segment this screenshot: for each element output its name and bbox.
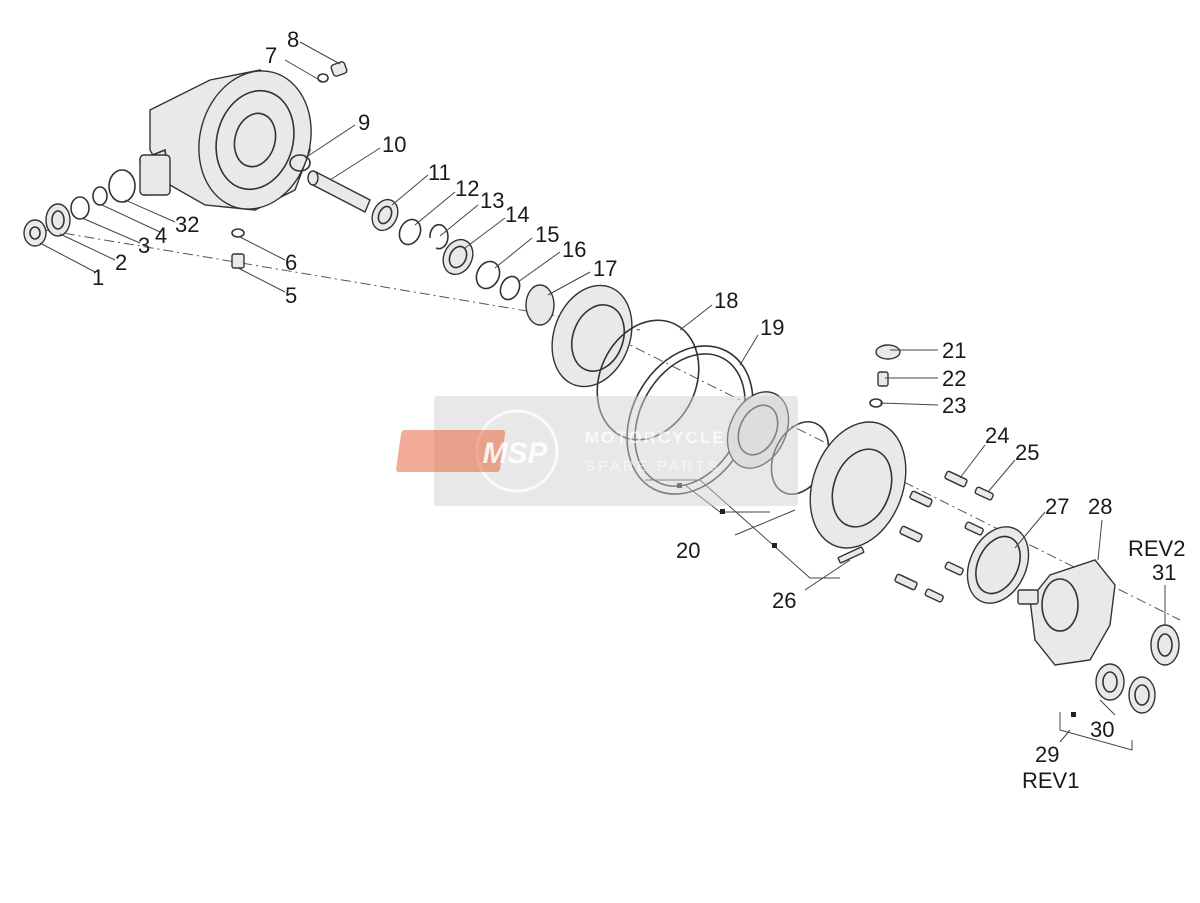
callout-19: 19 — [760, 315, 784, 340]
callout-17: 17 — [593, 256, 617, 281]
callout-27: 27 — [1045, 494, 1069, 519]
callout-13: 13 — [480, 188, 504, 213]
part-3-ring — [70, 196, 90, 220]
callout-26: 26 — [772, 588, 796, 613]
callout-15: 15 — [535, 222, 559, 247]
callout-10: 10 — [382, 132, 406, 157]
callout-31: 31 — [1152, 560, 1176, 585]
final-drive-housing — [139, 69, 312, 211]
part-10-shaft — [307, 170, 371, 213]
callout-5: 5 — [285, 283, 297, 308]
part-11-bearing — [371, 198, 399, 232]
part-27-seal — [966, 526, 1030, 604]
callout-12: 12 — [455, 176, 479, 201]
part-29-bearing — [1095, 663, 1125, 701]
part-24-bolts — [894, 470, 968, 591]
callout-18: 18 — [714, 288, 738, 313]
part-31-seal — [1150, 624, 1180, 666]
watermark: MSP MOTORCYCLE SPARE PARTS — [396, 396, 798, 506]
callout-32: 32 — [175, 212, 199, 237]
callout-23: 23 — [942, 393, 966, 418]
callout-8: 8 — [287, 27, 299, 52]
callout-21: 21 — [942, 338, 966, 363]
callout-6: 6 — [285, 250, 297, 275]
watermark-logo-box — [396, 430, 506, 472]
part-26-key — [837, 546, 865, 564]
part-22-plug — [877, 371, 889, 387]
callout-25: 25 — [1015, 440, 1039, 465]
part-32-oring — [108, 169, 136, 203]
bracket-markers — [677, 483, 1076, 717]
callout-rev1: REV1 — [1022, 768, 1079, 793]
part-20-cover — [809, 421, 907, 549]
part-1-nut — [23, 219, 47, 247]
callout-rev2: REV2 — [1128, 536, 1185, 561]
callout-11: 11 — [428, 160, 451, 185]
callout-24: 24 — [985, 423, 1009, 448]
callout-9: 9 — [358, 110, 370, 135]
callout-2: 2 — [115, 250, 127, 275]
part-6-washer — [231, 228, 245, 238]
part-4-washer — [92, 186, 108, 206]
callout-labels: 1 2 3 4 32 5 6 7 8 9 10 11 12 13 14 15 1… — [92, 27, 1185, 793]
part-16-ring — [499, 275, 521, 301]
part-5-drain-plug — [231, 253, 245, 269]
part-9-ring — [289, 154, 311, 172]
part-30-seal — [1128, 676, 1156, 714]
callout-1: 1 — [92, 265, 104, 290]
part-28-hub — [1017, 559, 1116, 666]
callout-20: 20 — [676, 538, 700, 563]
part-12-ring — [398, 218, 422, 246]
callout-7: 7 — [265, 43, 277, 68]
watermark-logo-text: MSP — [482, 437, 548, 470]
part-14-bearing — [442, 238, 474, 276]
part-2-seal — [45, 203, 71, 237]
callout-16: 16 — [562, 237, 586, 262]
callout-4: 4 — [155, 223, 167, 248]
callout-3: 3 — [138, 233, 150, 258]
callout-30: 30 — [1090, 717, 1114, 742]
part-13-circlip — [429, 223, 449, 250]
part-17-crown-gear — [525, 284, 633, 388]
part-25-bolts — [924, 486, 994, 603]
callout-29: 29 — [1035, 742, 1059, 767]
watermark-line2: SPARE PARTS — [585, 458, 721, 475]
part-15-ring — [475, 260, 501, 290]
part-8-plug — [330, 61, 348, 77]
watermark-line1: MOTORCYCLE — [585, 428, 726, 447]
leader-lines — [39, 41, 1166, 751]
callout-28: 28 — [1088, 494, 1112, 519]
callout-14: 14 — [505, 202, 529, 227]
callout-22: 22 — [942, 366, 966, 391]
part-18-oring — [596, 319, 700, 441]
part-7-washer — [317, 73, 329, 83]
part-21-cap — [875, 344, 901, 360]
